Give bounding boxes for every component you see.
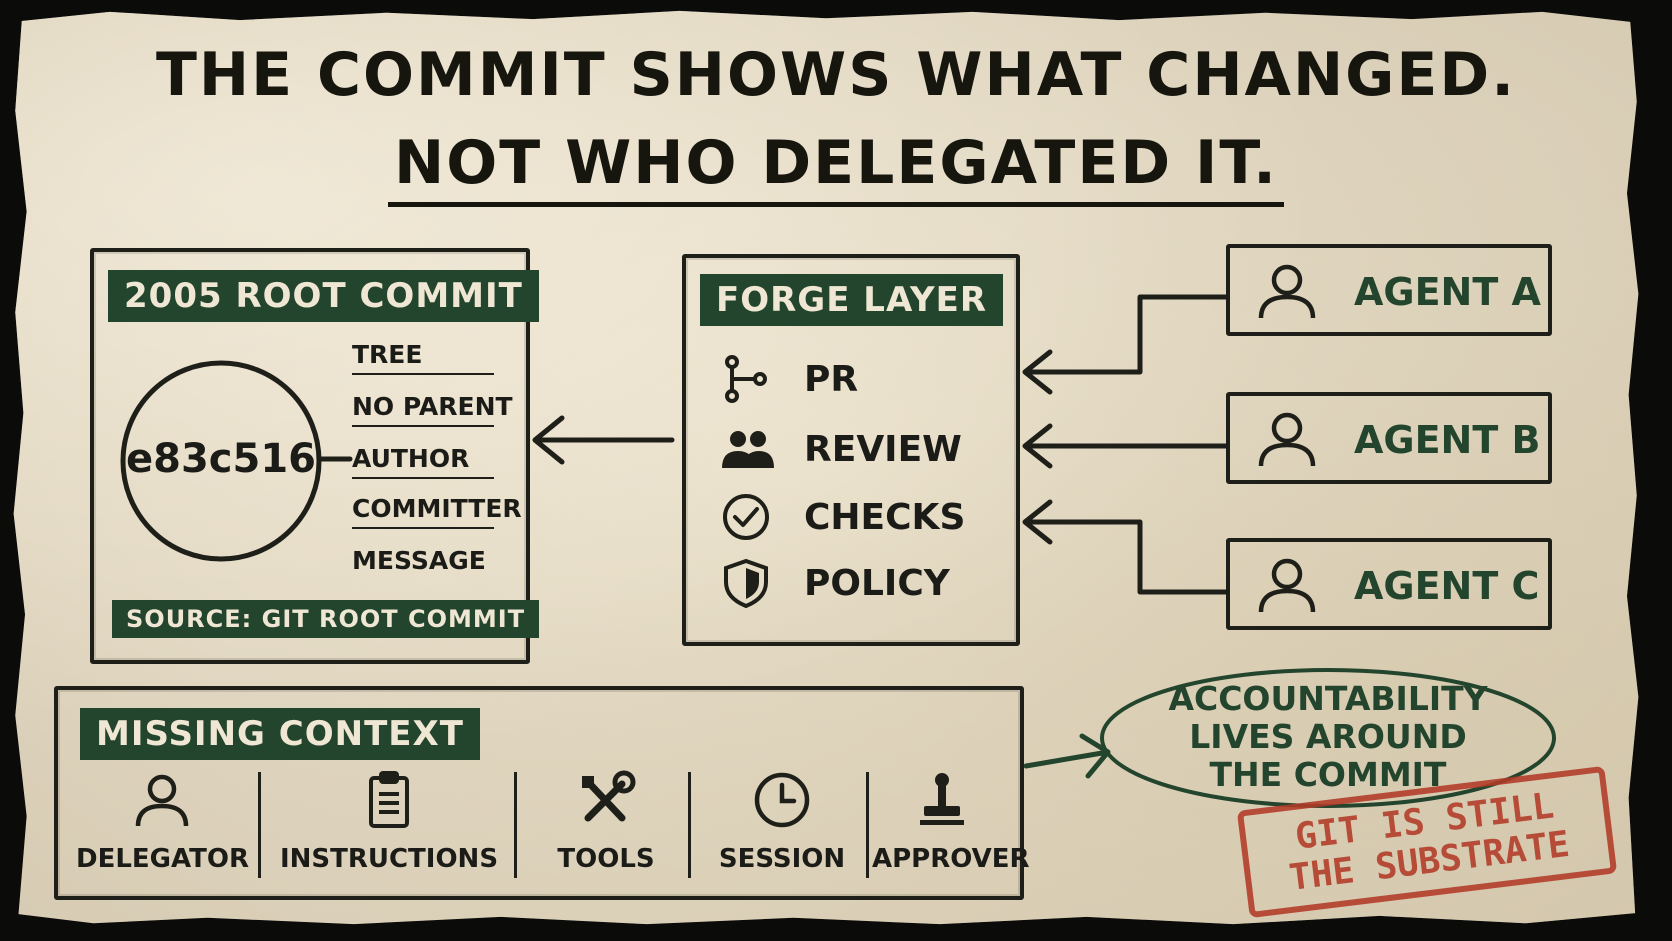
commit-field-committer: COMMITTER [352, 494, 522, 529]
context-item-approver: APPROVER [872, 770, 1030, 874]
clock-icon [754, 772, 810, 828]
forge-item-review-label: REVIEW [804, 428, 962, 470]
missing-context-label: MISSING CONTEXT [80, 708, 480, 760]
context-item-session: SESSION [700, 770, 864, 874]
agent-c-connector [1022, 499, 1229, 595]
forge-layer-label: FORGE LAYER [700, 274, 1004, 326]
commit-field-message: MESSAGE [352, 546, 486, 575]
forge-item-review: REVIEW [720, 424, 962, 474]
tools-icon [582, 770, 636, 822]
agent-b-label: AGENT B [1354, 418, 1541, 462]
headline-line-2: NOT WHO DELEGATED IT. [0, 128, 1672, 207]
context-item-approver-label: APPROVER [872, 844, 1030, 874]
root-commit-source: SOURCE: GIT ROOT COMMIT [112, 600, 540, 638]
context-divider [258, 772, 261, 878]
accountability-line-1: ACCOUNTABILITY [1168, 679, 1488, 718]
root-commit-label: 2005 ROOT COMMIT [108, 270, 539, 322]
people-icon [722, 431, 774, 468]
agent-c-box: AGENT C [1226, 538, 1552, 630]
context-divider [866, 772, 869, 878]
commit-field-tree: TREE [352, 340, 494, 375]
context-item-tools-label: TOOLS [557, 844, 655, 874]
forge-item-pr: PR [720, 354, 858, 404]
context-item-delegator-label: DELEGATOR [76, 844, 249, 874]
accountability-line-3: THE COMMIT [1209, 755, 1447, 794]
context-item-instructions-label: INSTRUCTIONS [279, 844, 499, 874]
agent-b-box: AGENT B [1226, 392, 1552, 484]
forge-item-checks-label: CHECKS [804, 496, 966, 538]
commit-field-author: AUTHOR [352, 444, 494, 479]
agent-a-box: AGENT A [1226, 244, 1552, 336]
commit-field-parent: NO PARENT [352, 392, 513, 427]
forge-item-pr-label: PR [804, 358, 859, 400]
shield-icon [724, 558, 768, 608]
commit-hash: e83c516 [126, 436, 316, 482]
accountability-note: ACCOUNTABILITY LIVES AROUND THE COMMIT [1118, 680, 1538, 794]
root-commit-box [90, 248, 530, 664]
agent-c-label: AGENT C [1354, 564, 1540, 608]
context-item-instructions: INSTRUCTIONS [270, 770, 508, 874]
forge-to-commit-arrow [532, 415, 675, 465]
forge-item-policy-label: POLICY [804, 562, 950, 604]
accountability-ellipse [1100, 668, 1556, 808]
stamp-icon [920, 773, 964, 825]
forge-layer-box [682, 254, 1020, 646]
missing-context-box [54, 686, 1024, 900]
user-icon [1258, 558, 1316, 613]
user-icon [1258, 412, 1316, 467]
paper-background [13, 10, 1639, 925]
context-item-delegator: DELEGATOR [76, 770, 249, 874]
context-to-accountability-arrow [1023, 733, 1111, 779]
commit-hash-circle [120, 360, 322, 562]
context-divider [514, 772, 517, 878]
headline-line-2-text: NOT WHO DELEGATED IT. [388, 128, 1284, 207]
forge-item-checks: CHECKS [720, 492, 965, 542]
check-circle-icon [723, 494, 769, 540]
accountability-line-2: LIVES AROUND [1189, 717, 1467, 756]
context-item-session-label: SESSION [718, 844, 846, 874]
agent-b-connector [1022, 423, 1229, 469]
user-icon [1258, 264, 1316, 319]
context-item-tools: TOOLS [526, 770, 686, 874]
user-icon [135, 774, 189, 827]
context-divider [688, 772, 691, 878]
headline-line-1: THE COMMIT SHOWS WHAT CHANGED. [155, 40, 1517, 110]
agent-a-connector [1022, 294, 1229, 395]
agent-a-label: AGENT A [1354, 270, 1541, 314]
clipboard-icon [369, 771, 409, 828]
branch-icon [725, 355, 767, 403]
forge-item-policy: POLICY [720, 558, 950, 608]
